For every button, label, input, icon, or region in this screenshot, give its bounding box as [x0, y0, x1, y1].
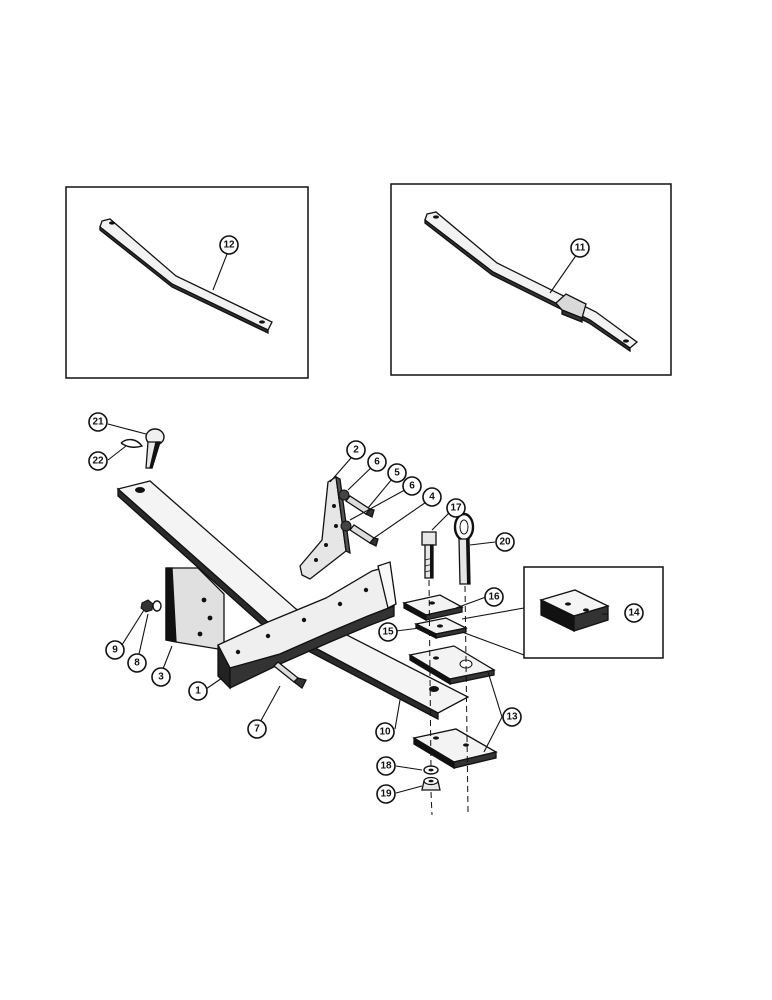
lock-washer-18: [423, 765, 439, 775]
hitch-pin-21: [145, 428, 165, 469]
callout-3: 3: [151, 667, 171, 687]
svg-text:4: 4: [429, 492, 435, 503]
callout-13: 13: [502, 707, 522, 727]
svg-text:14: 14: [628, 608, 640, 619]
spacer-plate-16: [402, 594, 464, 622]
svg-text:8: 8: [134, 658, 140, 669]
svg-text:2: 2: [353, 445, 359, 456]
callout-11: 11: [570, 238, 590, 258]
drawbar-11: [424, 211, 639, 353]
svg-text:12: 12: [223, 240, 235, 251]
svg-text:16: 16: [488, 592, 500, 603]
callout-6a: 6: [367, 452, 387, 472]
svg-text:17: 17: [450, 503, 462, 514]
svg-text:7: 7: [254, 724, 260, 735]
svg-text:9: 9: [112, 645, 118, 656]
callout-9: 9: [105, 640, 125, 660]
spacer-plate-15: [414, 617, 468, 640]
svg-text:18: 18: [380, 761, 392, 772]
callout-4: 4: [422, 487, 442, 507]
callout-10: 10: [375, 722, 395, 742]
callout-15: 15: [378, 622, 398, 642]
nut-9: [140, 599, 154, 613]
hair-pin-clip-22: [120, 438, 144, 448]
callout-17: 17: [446, 498, 466, 518]
bolt-17: [421, 531, 437, 579]
callout-21: 21: [88, 412, 108, 432]
callout-8: 8: [127, 653, 147, 673]
svg-text:10: 10: [379, 727, 391, 738]
svg-text:6: 6: [374, 457, 380, 468]
callout-16: 16: [484, 587, 504, 607]
callout-14: 14: [624, 603, 644, 623]
side-plate-3: [165, 567, 225, 651]
callout-22: 22: [88, 451, 108, 471]
svg-text:11: 11: [575, 243, 586, 254]
callout-5: 5: [387, 463, 407, 483]
svg-text:3: 3: [158, 672, 164, 683]
svg-text:6: 6: [409, 481, 415, 492]
callout-20: 20: [495, 532, 515, 552]
drawbar-12: [99, 218, 273, 335]
svg-text:1: 1: [195, 686, 201, 697]
hex-nut-19: [421, 776, 441, 791]
callout-7: 7: [247, 719, 267, 739]
callout-2: 2: [346, 440, 366, 460]
svg-text:15: 15: [382, 627, 394, 638]
eye-bolt-20: [453, 512, 475, 585]
inset-box-12: [65, 186, 309, 379]
bolt-7: [273, 661, 307, 689]
svg-text:22: 22: [92, 456, 104, 467]
svg-text:13: 13: [506, 712, 518, 723]
spacer-block-14: [539, 589, 610, 633]
callout-18: 18: [376, 756, 396, 776]
washer-8: [152, 600, 162, 612]
hitch-casting-1: [217, 561, 397, 690]
callout-1: 1: [188, 681, 208, 701]
clevis-plate-13-upper: [408, 645, 496, 686]
callout-12: 12: [219, 235, 239, 255]
clevis-plate-13-lower: [412, 728, 498, 770]
svg-text:19: 19: [380, 789, 392, 800]
nut-6b: [340, 520, 352, 532]
inset-box-14: [523, 566, 664, 659]
svg-text:20: 20: [499, 537, 511, 548]
svg-text:5: 5: [394, 468, 400, 479]
bolt-4: [349, 524, 379, 547]
inset-box-11: [390, 183, 672, 376]
svg-text:21: 21: [92, 417, 104, 428]
nut-6a: [338, 489, 350, 501]
callout-6b: 6: [402, 476, 422, 496]
callout-19: 19: [376, 784, 396, 804]
